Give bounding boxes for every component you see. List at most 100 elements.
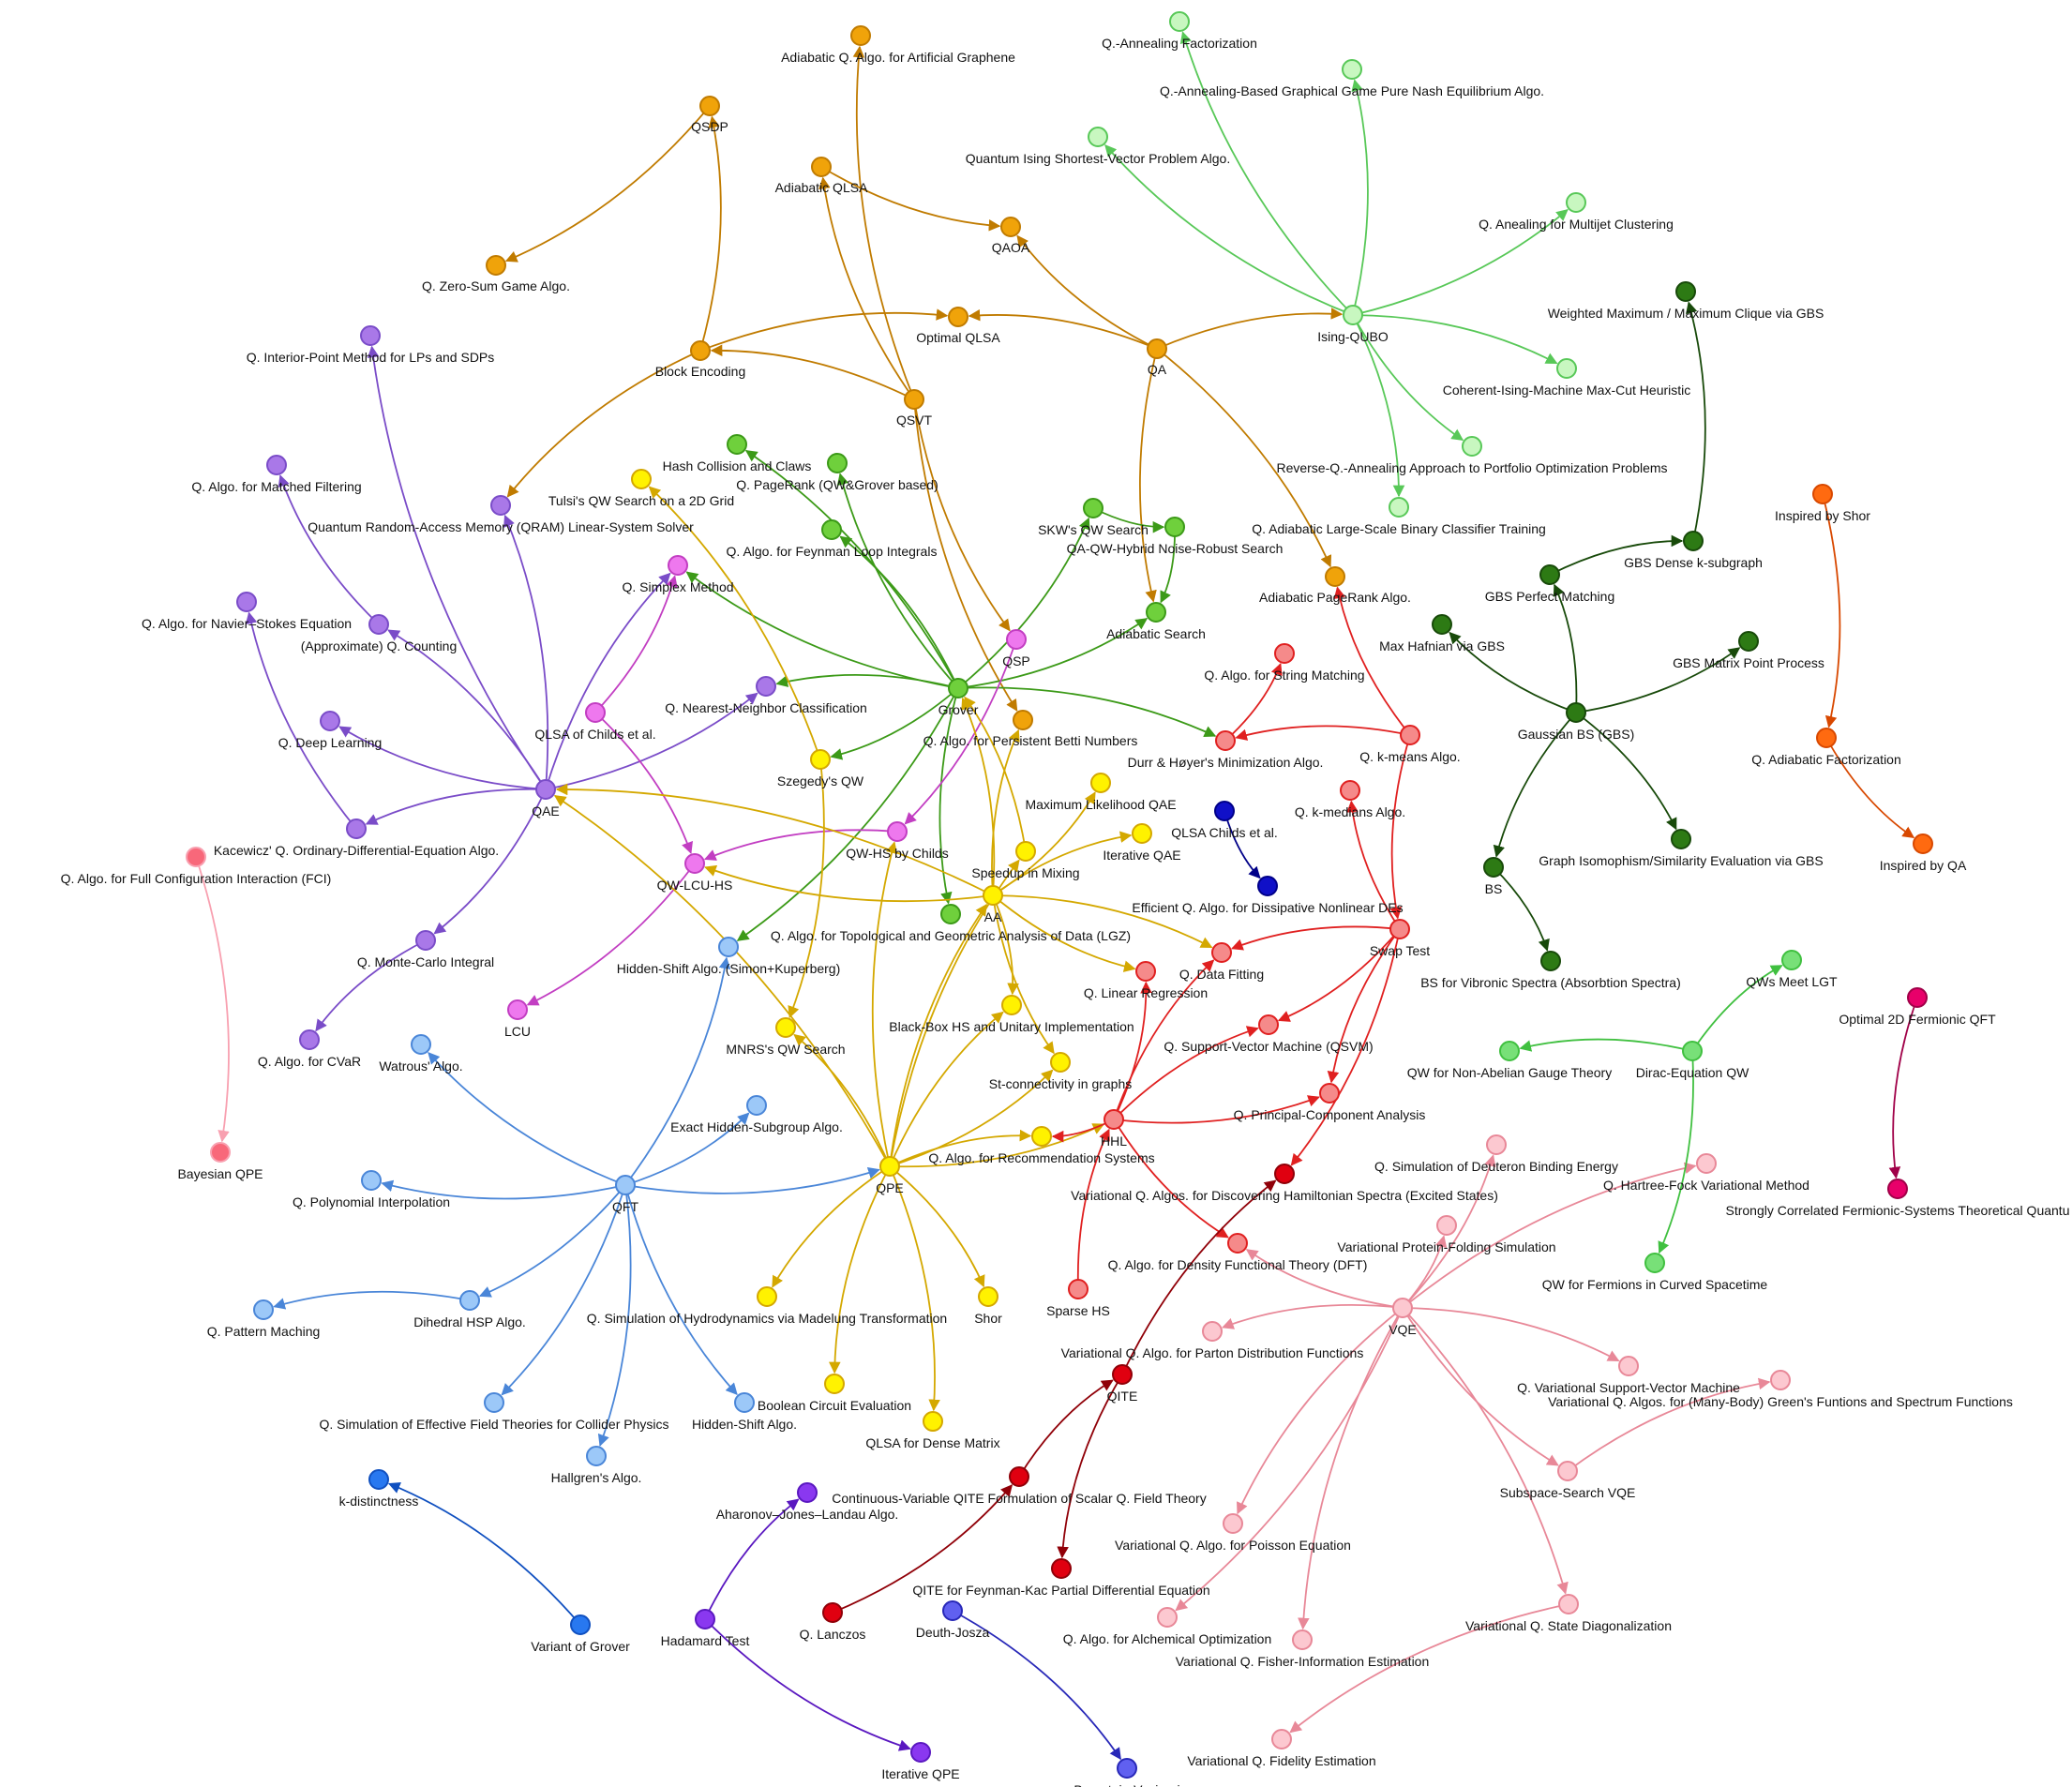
node-tulsi[interactable] [631, 469, 652, 489]
node-skwqw[interactable] [1083, 498, 1104, 518]
node-hadamard[interactable] [695, 1609, 715, 1629]
node-vparton[interactable] [1202, 1321, 1223, 1342]
node-vqe[interactable] [1392, 1298, 1413, 1318]
node-cvqite[interactable] [1009, 1466, 1029, 1487]
node-qsvt[interactable] [904, 389, 924, 410]
node-qsvm[interactable] [1258, 1014, 1279, 1035]
node-betti[interactable] [1013, 710, 1033, 730]
node-qwlcuhs[interactable] [684, 853, 705, 874]
node-qpolyinterp[interactable] [361, 1170, 382, 1191]
node-qlsadense[interactable] [923, 1411, 943, 1432]
node-aqagraphene[interactable] [850, 25, 871, 46]
node-qdatafit[interactable] [1211, 942, 1232, 963]
node-qkmeans[interactable] [1400, 725, 1420, 745]
node-wmaxclique[interactable] [1675, 281, 1696, 302]
node-qram[interactable] [490, 495, 511, 516]
node-qdft[interactable] [1227, 1233, 1248, 1254]
node-qeft[interactable] [484, 1392, 504, 1413]
node-adsearch[interactable] [1146, 602, 1166, 623]
node-kacewicz[interactable] [346, 818, 367, 839]
node-effnonlin[interactable] [1257, 876, 1278, 896]
node-bs[interactable] [1483, 857, 1504, 878]
node-shor[interactable] [978, 1286, 998, 1307]
node-bsvibronic[interactable] [1540, 951, 1561, 971]
node-boolean[interactable] [824, 1374, 845, 1394]
node-gbsmatrix[interactable] [1738, 631, 1759, 652]
node-isingqubo[interactable] [1343, 305, 1363, 325]
node-qae[interactable] [535, 779, 556, 800]
node-graphiso[interactable] [1671, 829, 1691, 849]
node-qannjet[interactable] [1566, 192, 1586, 213]
node-qstring[interactable] [1274, 643, 1295, 664]
node-vfidelity[interactable] [1271, 1729, 1292, 1749]
node-szegedy[interactable] [810, 749, 831, 770]
node-qwhs[interactable] [887, 821, 908, 842]
node-qmonte[interactable] [415, 930, 436, 951]
node-vfisher[interactable] [1292, 1629, 1313, 1650]
node-qipm[interactable] [360, 325, 381, 346]
node-qmatched[interactable] [266, 455, 287, 475]
node-hiddenshift[interactable] [734, 1392, 755, 1413]
node-qcounting[interactable] [368, 614, 389, 635]
node-inspqa[interactable] [1913, 833, 1933, 854]
node-deutsch[interactable] [942, 1600, 963, 1621]
node-exacthsg[interactable] [746, 1095, 767, 1116]
node-qwlgt[interactable] [1781, 950, 1802, 970]
node-lgz[interactable] [940, 904, 961, 924]
node-sparsehs[interactable] [1068, 1279, 1089, 1299]
node-optqlsa[interactable] [948, 307, 968, 327]
node-qite[interactable] [1112, 1364, 1133, 1385]
node-strongferm[interactable] [1887, 1179, 1908, 1199]
node-inspshor[interactable] [1812, 484, 1833, 504]
node-feynman[interactable] [821, 519, 842, 540]
node-qadiabbin[interactable] [1389, 497, 1409, 518]
node-cimmaxcut[interactable] [1556, 358, 1577, 379]
node-qwcurved[interactable] [1644, 1253, 1665, 1273]
node-aa[interactable] [983, 885, 1003, 906]
node-vstatediag[interactable] [1558, 1594, 1579, 1614]
node-durr[interactable] [1215, 730, 1236, 751]
node-hallgren[interactable] [586, 1446, 607, 1466]
node-madelung[interactable] [757, 1286, 777, 1307]
node-qsp[interactable] [1006, 629, 1027, 650]
node-ajl[interactable] [797, 1482, 818, 1503]
node-qitefk[interactable] [1051, 1558, 1072, 1579]
node-gbsperfect[interactable] [1539, 564, 1560, 585]
node-qhartree[interactable] [1696, 1153, 1717, 1174]
node-maxhafnian[interactable] [1432, 614, 1452, 635]
node-dihedral[interactable] [459, 1290, 480, 1311]
node-hashcoll[interactable] [727, 434, 747, 455]
node-gbs[interactable] [1566, 702, 1586, 723]
node-grover[interactable] [948, 678, 968, 698]
node-bernstein[interactable] [1117, 1758, 1137, 1779]
node-adqlsa[interactable] [811, 157, 832, 177]
node-qft[interactable] [615, 1175, 636, 1195]
node-qalchem[interactable] [1157, 1607, 1178, 1628]
node-qfci[interactable] [186, 847, 206, 867]
node-qzerosum[interactable] [486, 255, 506, 276]
node-ssvqe[interactable] [1557, 1461, 1578, 1481]
node-qdeep[interactable] [320, 711, 340, 731]
node-hhl[interactable] [1104, 1109, 1124, 1130]
node-revqann[interactable] [1462, 436, 1482, 457]
node-qrecsys[interactable] [1031, 1126, 1052, 1147]
node-bbhs[interactable] [1001, 995, 1022, 1015]
node-qanngame[interactable] [1342, 59, 1362, 80]
node-qannfact[interactable] [1169, 11, 1190, 32]
node-qpattern[interactable] [253, 1299, 274, 1320]
node-qlsachilds2[interactable] [1214, 801, 1235, 821]
node-vexcited[interactable] [1274, 1164, 1295, 1184]
node-qpca[interactable] [1319, 1083, 1340, 1104]
node-watrous[interactable] [411, 1034, 431, 1055]
node-qpe[interactable] [879, 1156, 900, 1177]
node-qwpagerank[interactable] [827, 453, 848, 473]
node-iqpe[interactable] [910, 1742, 931, 1763]
node-swaptest[interactable] [1389, 919, 1410, 939]
node-mnrs[interactable] [775, 1017, 796, 1038]
node-qcvar[interactable] [299, 1029, 320, 1050]
node-qisingsvp[interactable] [1088, 127, 1108, 147]
node-qaqwhybrid[interactable] [1164, 517, 1185, 537]
node-vargrover[interactable] [570, 1614, 591, 1635]
node-qnn[interactable] [756, 676, 776, 697]
node-hiddenshiftsk[interactable] [718, 937, 739, 957]
